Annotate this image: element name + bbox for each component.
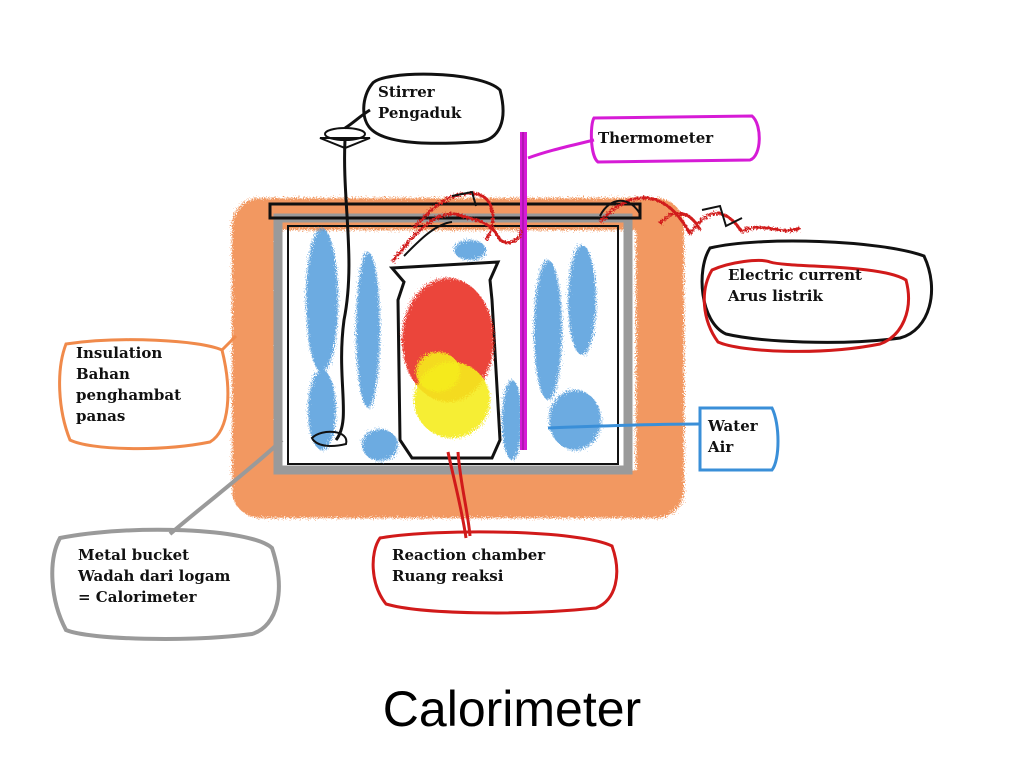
insulation-label-line1: Insulation bbox=[76, 344, 163, 362]
stirrer-label-id: Pengaduk bbox=[378, 104, 462, 122]
electric-label-id: Arus listrik bbox=[728, 287, 823, 305]
water-label: Water Air bbox=[708, 416, 758, 458]
slide-title: Calorimeter bbox=[382, 681, 642, 737]
electric-callout bbox=[700, 239, 933, 353]
metal-bucket-label-id: Wadah dari logam bbox=[78, 567, 231, 585]
reaction-chamber-label-en: Reaction chamber bbox=[392, 546, 546, 564]
stirrer-label: Stirrer Pengaduk bbox=[378, 82, 461, 124]
electric-wires bbox=[390, 192, 801, 263]
water-label-en: Water bbox=[708, 417, 758, 435]
thermometer-label-en: Thermometer bbox=[598, 129, 714, 147]
metal-bucket-label: Metal bucket Wadah dari logam = Calorime… bbox=[78, 545, 230, 608]
insulation-label-line3: penghambat bbox=[76, 386, 182, 404]
stirrer bbox=[310, 127, 371, 447]
reaction-chamber-label: Reaction chamber Ruang reaksi bbox=[392, 545, 545, 587]
reaction-callout bbox=[371, 451, 619, 615]
reaction-chamber bbox=[388, 260, 502, 460]
water-region bbox=[306, 228, 601, 461]
reaction-chamber-label-id: Ruang reaksi bbox=[392, 567, 504, 585]
metal-bucket-callout bbox=[50, 438, 284, 641]
metal-bucket-label-en: Metal bucket bbox=[78, 546, 190, 564]
electric-label: Electric current Arus listrik bbox=[728, 265, 862, 307]
water-label-id: Air bbox=[708, 438, 734, 456]
electric-label-en: Electric current bbox=[728, 266, 862, 284]
thermometer-callout bbox=[527, 114, 761, 164]
insulation-callout bbox=[58, 334, 238, 451]
thermometer-label: Thermometer bbox=[598, 128, 713, 149]
stirrer-label-en: Stirrer bbox=[378, 83, 435, 101]
water-callout bbox=[547, 406, 780, 472]
stirrer-callout bbox=[344, 72, 505, 145]
thermometer bbox=[520, 132, 527, 450]
insulation-label-line2: Bahan bbox=[76, 365, 130, 383]
insulation-label: Insulation Bahan penghambat panas bbox=[76, 343, 181, 427]
electric-wires-outline bbox=[403, 190, 743, 257]
metal-bucket-label-eq: = Calorimeter bbox=[78, 588, 197, 606]
insulation-label-line4: panas bbox=[76, 407, 126, 425]
